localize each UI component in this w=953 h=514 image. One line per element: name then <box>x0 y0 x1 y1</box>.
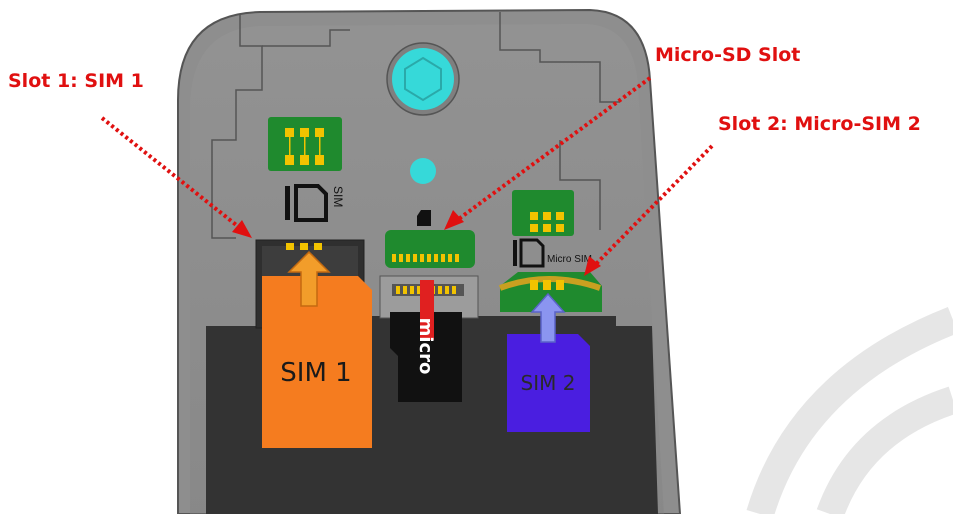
camera <box>386 42 460 116</box>
callout-slot2-label: Slot 2: Micro-SIM 2 <box>718 113 921 135</box>
microsd-card <box>390 280 462 402</box>
callout-microsd-label: Micro-SD Slot <box>655 44 801 66</box>
slot1-icon-label: SIM <box>331 186 345 207</box>
callout-arrow-slot1 <box>100 116 252 238</box>
flash-led <box>410 158 436 184</box>
sim2-card-label: SIM 2 <box>521 371 576 395</box>
microsd-card-logo: micro <box>415 318 436 375</box>
sim2-card <box>507 334 590 432</box>
watermark <box>746 306 953 514</box>
sim-card-outline-icon <box>285 184 328 222</box>
sim1-card-label: SIM 1 <box>280 358 351 388</box>
callout-arrow-microsd <box>444 76 652 230</box>
insert-arrow-icon <box>287 250 331 307</box>
microsd-connector <box>379 210 479 319</box>
slot2-icon-label: Micro SIM <box>547 254 592 265</box>
sim2-contact-pcb <box>512 190 574 236</box>
micro-sim-outline-icon <box>513 238 545 268</box>
sim1-contact-pcb <box>268 117 342 171</box>
sim1-card <box>262 276 372 448</box>
callout-slot1-label: Slot 1: SIM 1 <box>8 70 144 92</box>
insert-arrow-icon <box>530 292 566 343</box>
sim2-slot <box>498 272 602 312</box>
callout-arrow-slot2 <box>584 144 714 276</box>
body-moldings <box>211 12 620 239</box>
